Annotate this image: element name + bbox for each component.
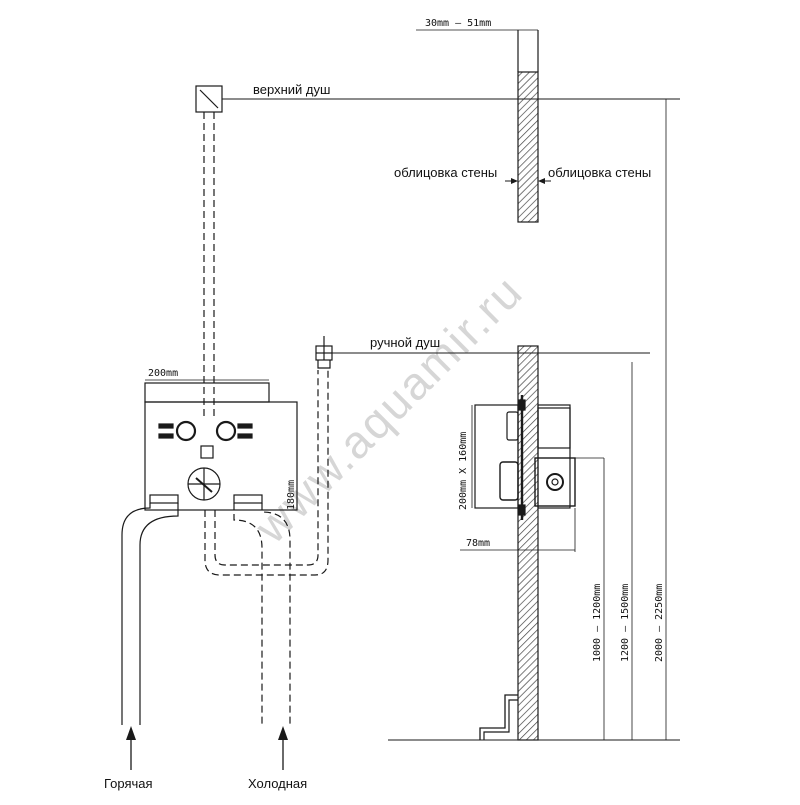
hand-shower-label: ручной душ xyxy=(370,335,440,350)
valve-right xyxy=(215,420,237,442)
valve-left xyxy=(175,420,197,442)
height-range-2: 1200 — 1500mm xyxy=(620,584,631,662)
front-view xyxy=(121,85,333,725)
height-range-1: 1000 — 1200mm xyxy=(592,584,603,662)
cold-label: Холодная xyxy=(248,776,307,791)
side-view xyxy=(222,29,680,741)
top-shower-label: верхний душ xyxy=(253,82,330,97)
wall-top-section xyxy=(517,71,539,223)
hot-arrow xyxy=(126,726,136,770)
cladding-arrows xyxy=(505,178,551,184)
depth-dimension: 78mm xyxy=(466,538,490,549)
hot-label: Горячая xyxy=(104,776,153,791)
height-range-3: 2000 — 2250mm xyxy=(654,584,665,662)
wall-thickness-dimension: 30mm — 51mm xyxy=(425,18,491,29)
cold-arrow xyxy=(278,726,288,770)
wall-cladding-right-label: облицовка стены xyxy=(548,165,651,180)
wall-cladding-left-label: облицовка стены xyxy=(394,165,497,180)
mixer-body-side xyxy=(534,457,576,507)
box-height-dimension: 180mm xyxy=(286,480,297,510)
box-width-dimension: 200mm xyxy=(148,368,178,379)
box-size-dimension: 200mm X 160mm xyxy=(458,432,469,510)
